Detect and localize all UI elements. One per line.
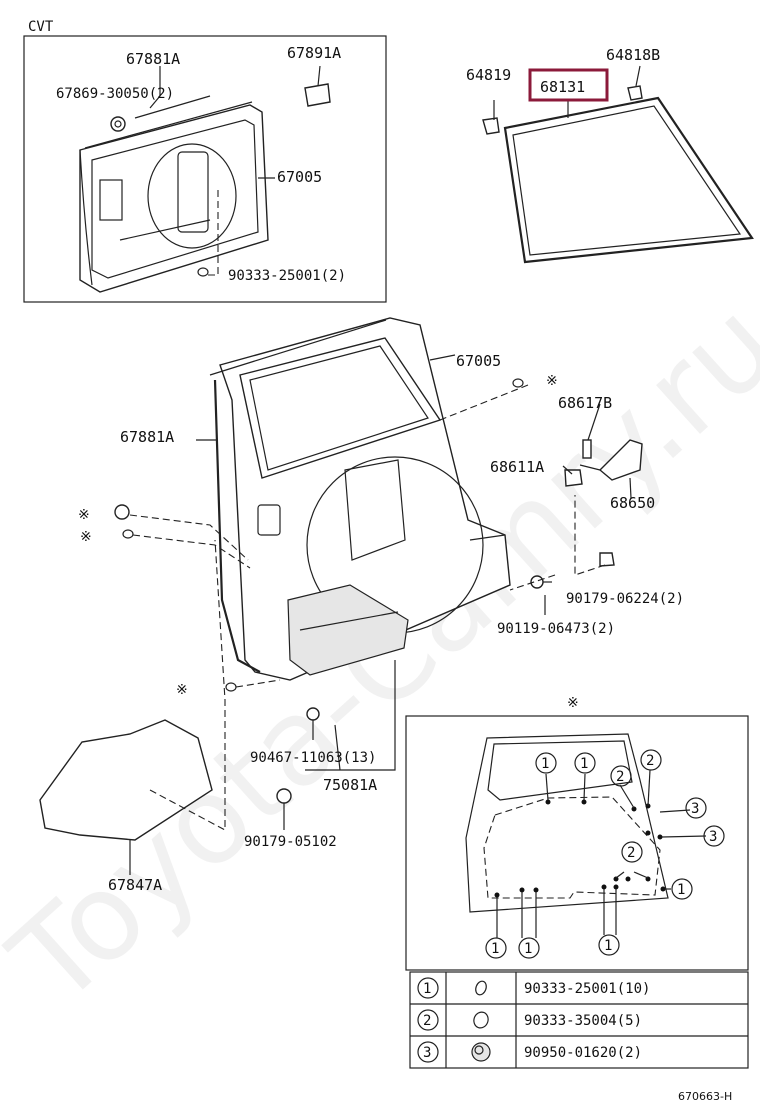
label-90467-11063: 90467-11063(13): [250, 750, 376, 766]
mark-clips: [114, 378, 524, 692]
svg-text:1: 1: [604, 938, 612, 954]
label-68611a: 68611A: [490, 458, 544, 476]
inset-trim-panel: [79, 101, 269, 293]
label-68617b: 68617B: [558, 394, 612, 412]
svg-text:2: 2: [616, 769, 624, 785]
label-67847a: 67847A: [108, 876, 162, 894]
legend-row-2: 2 90333-35004(5): [417, 1009, 642, 1031]
label-68131: 68131: [540, 78, 585, 96]
label-75081a: 75081A: [323, 776, 377, 794]
label-67881a: 67881A: [120, 428, 174, 446]
svg-text:1: 1: [580, 756, 588, 772]
svg-text:1: 1: [491, 941, 499, 957]
label-67005: 67005: [456, 352, 501, 370]
svg-text:1: 1: [524, 941, 532, 957]
legend-table: 1 90333-25001(10) 2 90333-35004(5) 3 909…: [409, 971, 749, 1069]
label-67005-inset: 67005: [277, 168, 322, 186]
inset-clip-part: [110, 116, 126, 132]
svg-text:2: 2: [627, 845, 635, 861]
callout-circles: 1 1 2 2 3 3 2 1 1 1 1: [485, 749, 725, 959]
legend-num-1: 1: [423, 981, 431, 997]
svg-text:3: 3: [691, 801, 699, 817]
mark-3: ※: [80, 529, 92, 545]
legend-row-3: 3 90950-01620(2): [417, 1041, 642, 1063]
stopper-part: [564, 469, 583, 487]
legend-row-1: 1 90333-25001(10): [417, 977, 650, 999]
inset-cushion-part: [304, 83, 331, 107]
cvt-label: CVT: [28, 19, 54, 35]
legend-num-3: 3: [423, 1045, 431, 1061]
figure-code: 670663-H: [678, 1090, 732, 1103]
label-64819: 64819: [466, 66, 511, 84]
svg-text:3: 3: [709, 829, 717, 845]
label-90179-06224: 90179-06224(2): [566, 591, 684, 607]
hinge-part: [582, 439, 592, 459]
label-64818b: 64818B: [606, 46, 660, 64]
glass-assembly: 64819 64818B 68131: [466, 46, 754, 264]
nut-part: [276, 788, 292, 804]
inset-grommet-part: [197, 267, 209, 277]
label-67869-clip: 67869-30050(2): [56, 86, 174, 102]
mark-2: ※: [78, 507, 90, 523]
glass-left-clip: [482, 100, 500, 135]
svg-text:1: 1: [677, 882, 685, 898]
legend-part-1: 90333-25001(10): [524, 981, 650, 997]
legend-part-2: 90333-35004(5): [524, 1013, 642, 1029]
sealing-sheet: [39, 719, 213, 841]
legend-num-2: 2: [423, 1013, 431, 1029]
plug-icon: [471, 1042, 491, 1062]
label-90333-25001-inset: 90333-25001(2): [228, 268, 346, 284]
mark-4: ※: [176, 682, 188, 698]
glass-right-clip: [627, 65, 643, 101]
grommet-small-icon: [475, 980, 487, 996]
mark-1: ※: [546, 373, 558, 389]
label-67891a: 67891A: [287, 44, 341, 62]
back-door-assembly: 67005 67881A 68617B 68611A 68650 90179-0…: [39, 317, 684, 894]
label-90179-05102: 90179-05102: [244, 834, 337, 850]
svg-text:2: 2: [646, 753, 654, 769]
highlight-box: [528, 68, 609, 102]
label-67881a-inset: 67881A: [126, 50, 180, 68]
bolt-b-part: [530, 575, 552, 589]
bolt-a-part: [599, 552, 615, 567]
clip-part: [306, 707, 320, 721]
check-part: [579, 439, 643, 481]
cvt-inset: CVT 67881A 67869-30050(2): [23, 19, 387, 303]
label-68650: 68650: [610, 494, 655, 512]
mark-5: ※: [567, 695, 579, 711]
grommet-medium-icon: [473, 1011, 489, 1029]
legend-part-3: 90950-01620(2): [524, 1045, 642, 1061]
label-90119-06473: 90119-06473(2): [497, 621, 615, 637]
svg-text:1: 1: [541, 756, 549, 772]
grommet-location-inset: 1 1 2 2 3 3 2 1 1 1 1: [405, 715, 749, 971]
